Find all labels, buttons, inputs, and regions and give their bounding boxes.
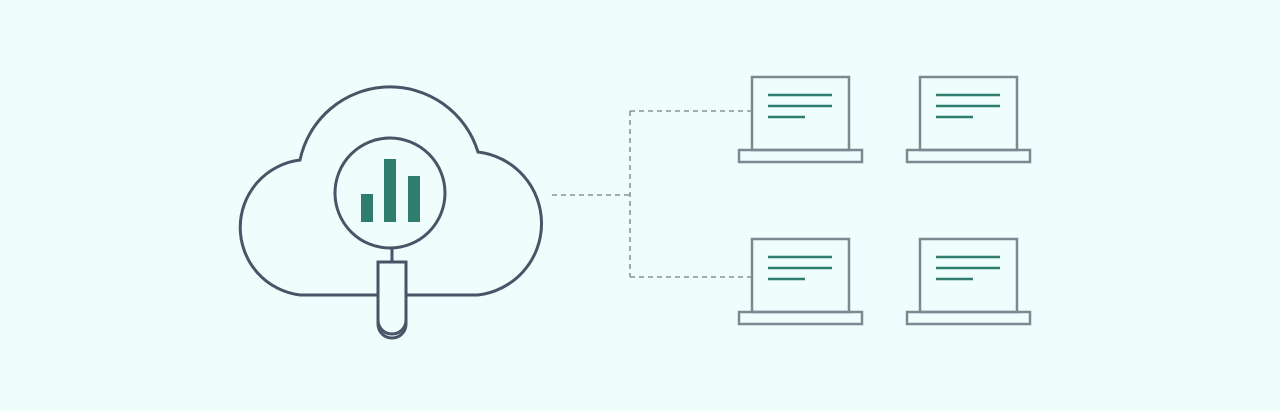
laptop-icon bbox=[905, 237, 1032, 326]
laptop-icon bbox=[737, 75, 864, 164]
chart-bar bbox=[384, 159, 396, 222]
laptop-icon bbox=[905, 75, 1032, 164]
chart-bar bbox=[408, 176, 420, 222]
laptop-icon bbox=[737, 237, 864, 326]
bar-chart-icon bbox=[361, 159, 420, 222]
connector-lines bbox=[552, 110, 752, 278]
chart-bar bbox=[361, 194, 373, 222]
cloud-icon bbox=[238, 85, 544, 297]
